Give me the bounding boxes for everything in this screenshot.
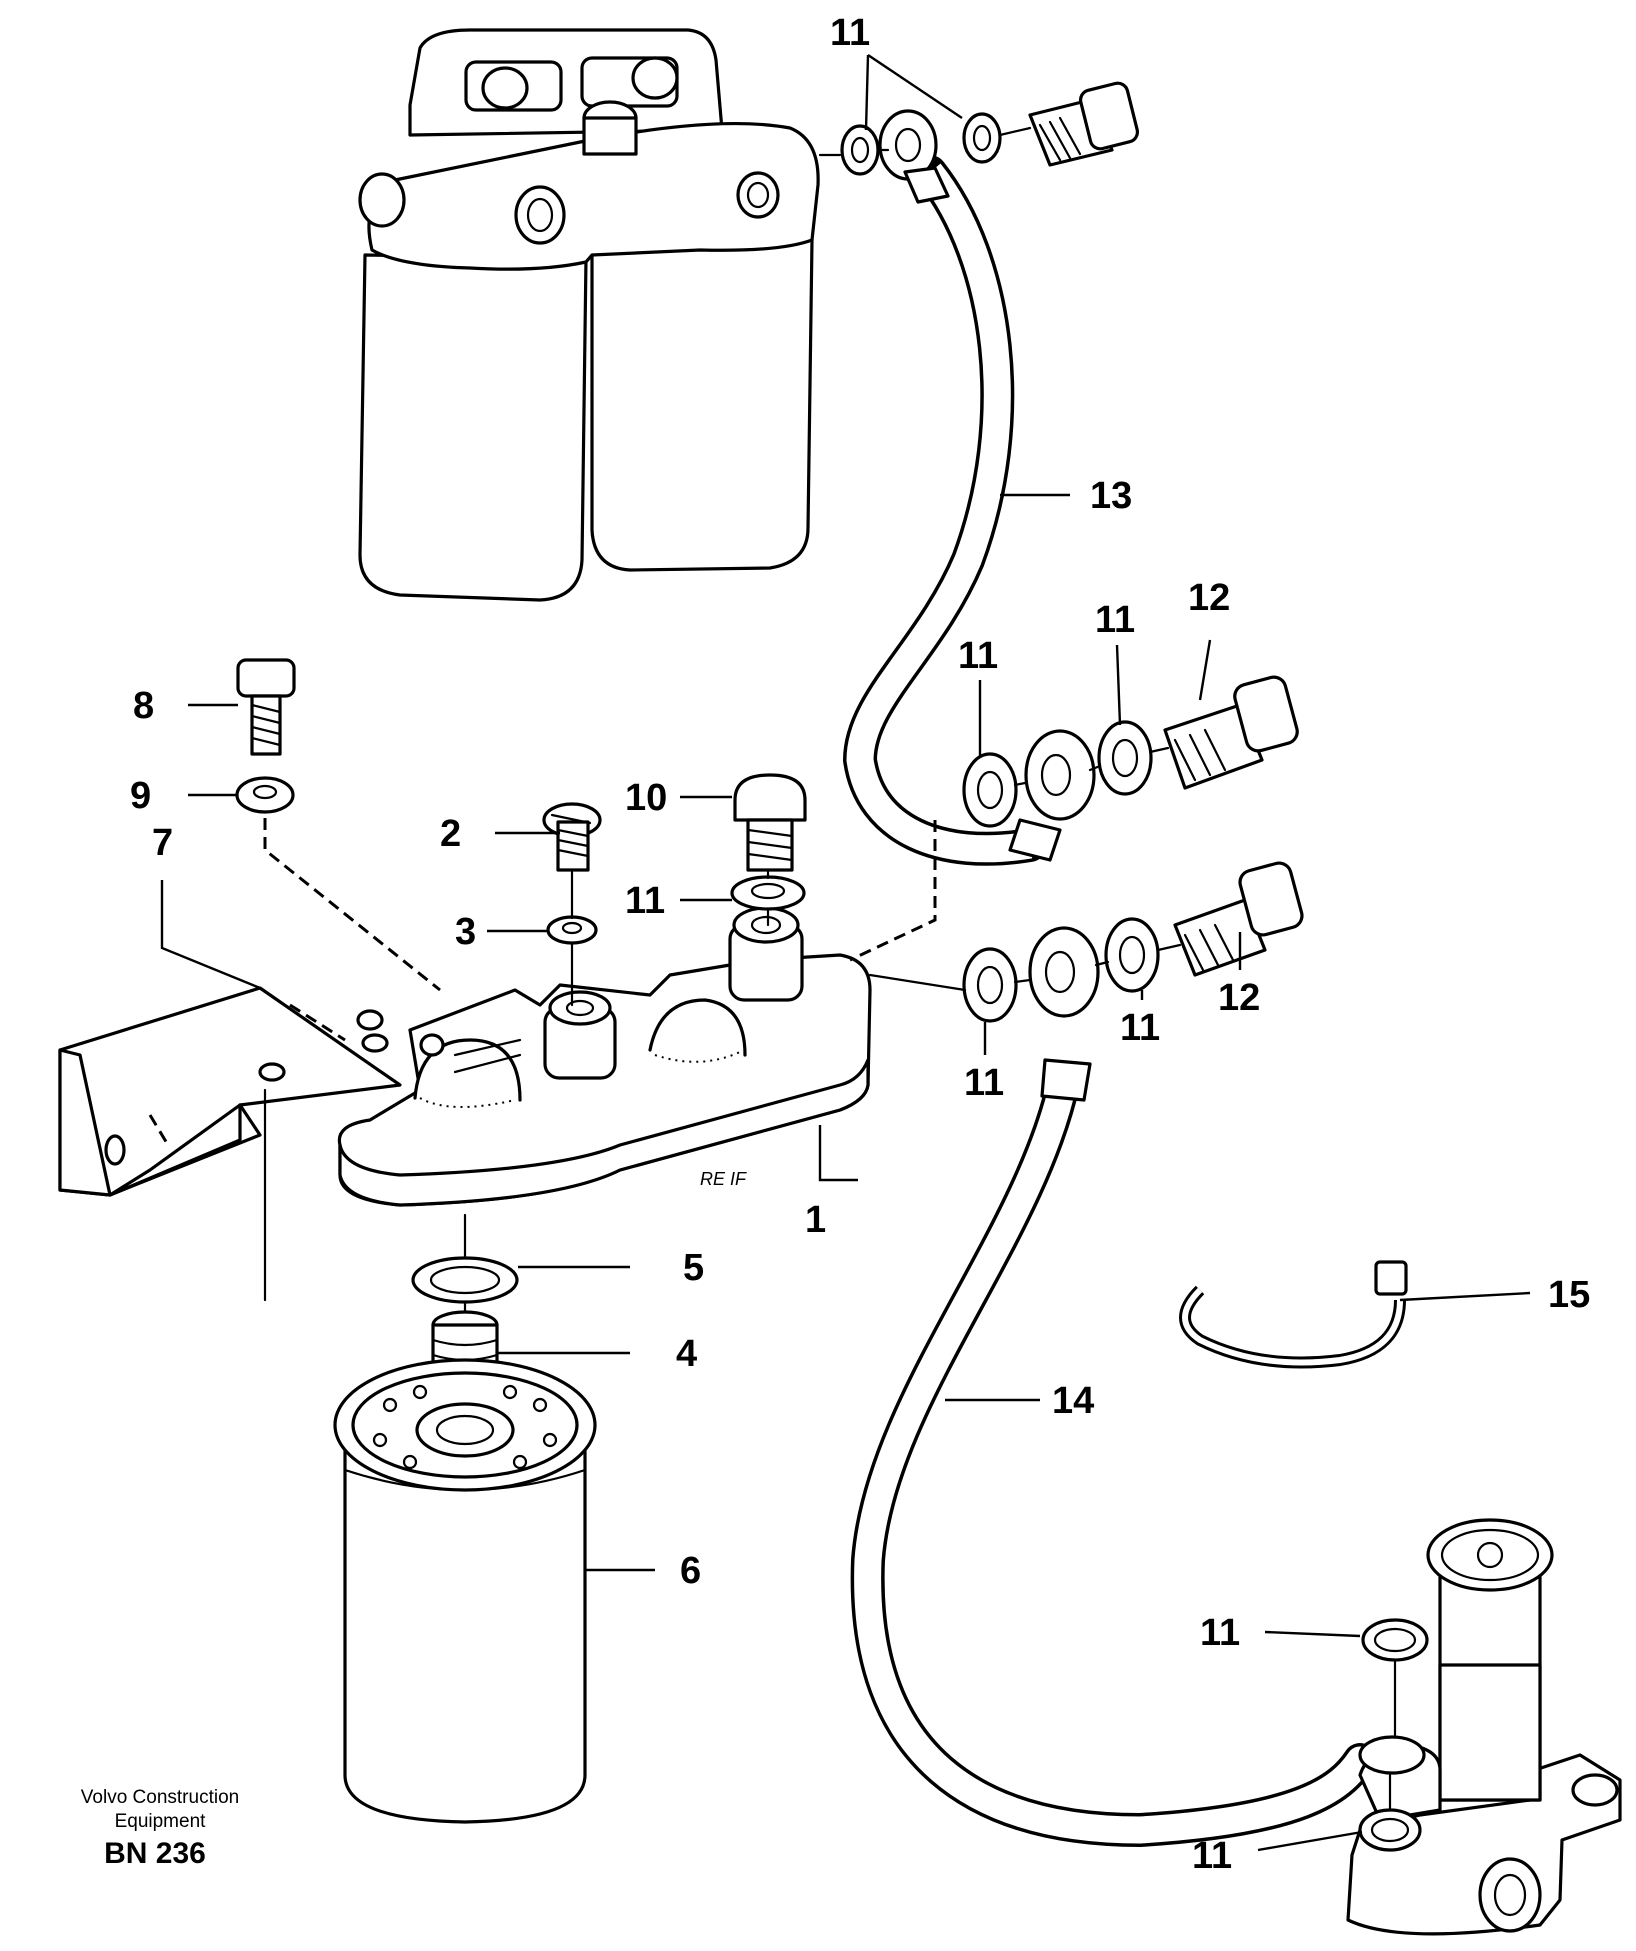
washer-3 [546,915,598,945]
fitting-top-right [840,81,1140,176]
callout-11-low-left: 11 [964,1062,1004,1104]
callout-1: 1 [805,1199,826,1241]
callout-4: 4 [676,1333,697,1375]
callout-6: 6 [680,1550,701,1592]
assembly-lines [263,126,1182,1322]
assembly-line-bolt-8b [289,1003,346,1042]
manufacturer-line-1: Volvo Construction [80,1787,240,1808]
feed-pump [1346,1518,1622,1936]
assembly-line-pump [1388,1660,1397,1810]
callout-11-mid-right: 11 [1095,599,1135,641]
washer-9 [235,776,295,814]
callout-12-low: 12 [1218,977,1260,1019]
bolt-8 [236,658,296,756]
fitting-lower [962,861,1304,1023]
callout-11-low-right: 11 [1120,1007,1160,1049]
plug-2 [542,802,602,872]
washer-11-plug [730,875,806,911]
callout-13: 13 [1090,475,1132,517]
manufacturer-label: Volvo Construction Equipment [40,1786,280,1834]
callout-9: 9 [130,775,151,817]
callout-7: 7 [152,822,173,864]
callout-11-top: 11 [830,12,870,54]
washer-11-pump-top [1361,1618,1429,1662]
callout-11-plug: 11 [625,880,665,922]
callout-12-mid: 12 [1188,577,1230,619]
callout-5: 5 [683,1247,704,1289]
filter-head-stamp: RE IF [700,1169,747,1189]
double-filter-assembly [358,28,820,602]
callout-10: 10 [625,777,667,819]
callout-8: 8 [133,685,154,727]
filter-head-1: RE IF [337,906,872,1207]
hose-13 [843,109,1047,866]
manufacturer-line-2: Equipment [114,1811,206,1832]
fitting-middle [962,675,1299,862]
filter-cartridge-6 [333,1358,597,1824]
callout-14: 14 [1052,1380,1094,1422]
callout-numbers: 1 2 3 4 5 6 7 8 9 10 11 11 11 11 11 11 1… [130,12,1590,1877]
assembly-line-bolt-8 [263,818,441,992]
leader-lines [160,54,1531,1852]
hose-14 [850,1058,1377,1848]
document-code: BN 236 [104,1837,206,1870]
callout-11-pump-bottom: 11 [1192,1835,1232,1877]
callout-2: 2 [440,813,461,855]
plug-10 [733,773,807,872]
callout-3: 3 [455,911,476,953]
clamp-15 [1179,1260,1408,1369]
callout-11-mid-left: 11 [958,635,998,677]
callout-15: 15 [1548,1274,1590,1316]
gasket-5 [411,1256,519,1304]
bracket-7 [58,986,402,1197]
callout-11-pump-top: 11 [1200,1612,1240,1654]
washer-11-pump-bottom [1358,1808,1422,1852]
